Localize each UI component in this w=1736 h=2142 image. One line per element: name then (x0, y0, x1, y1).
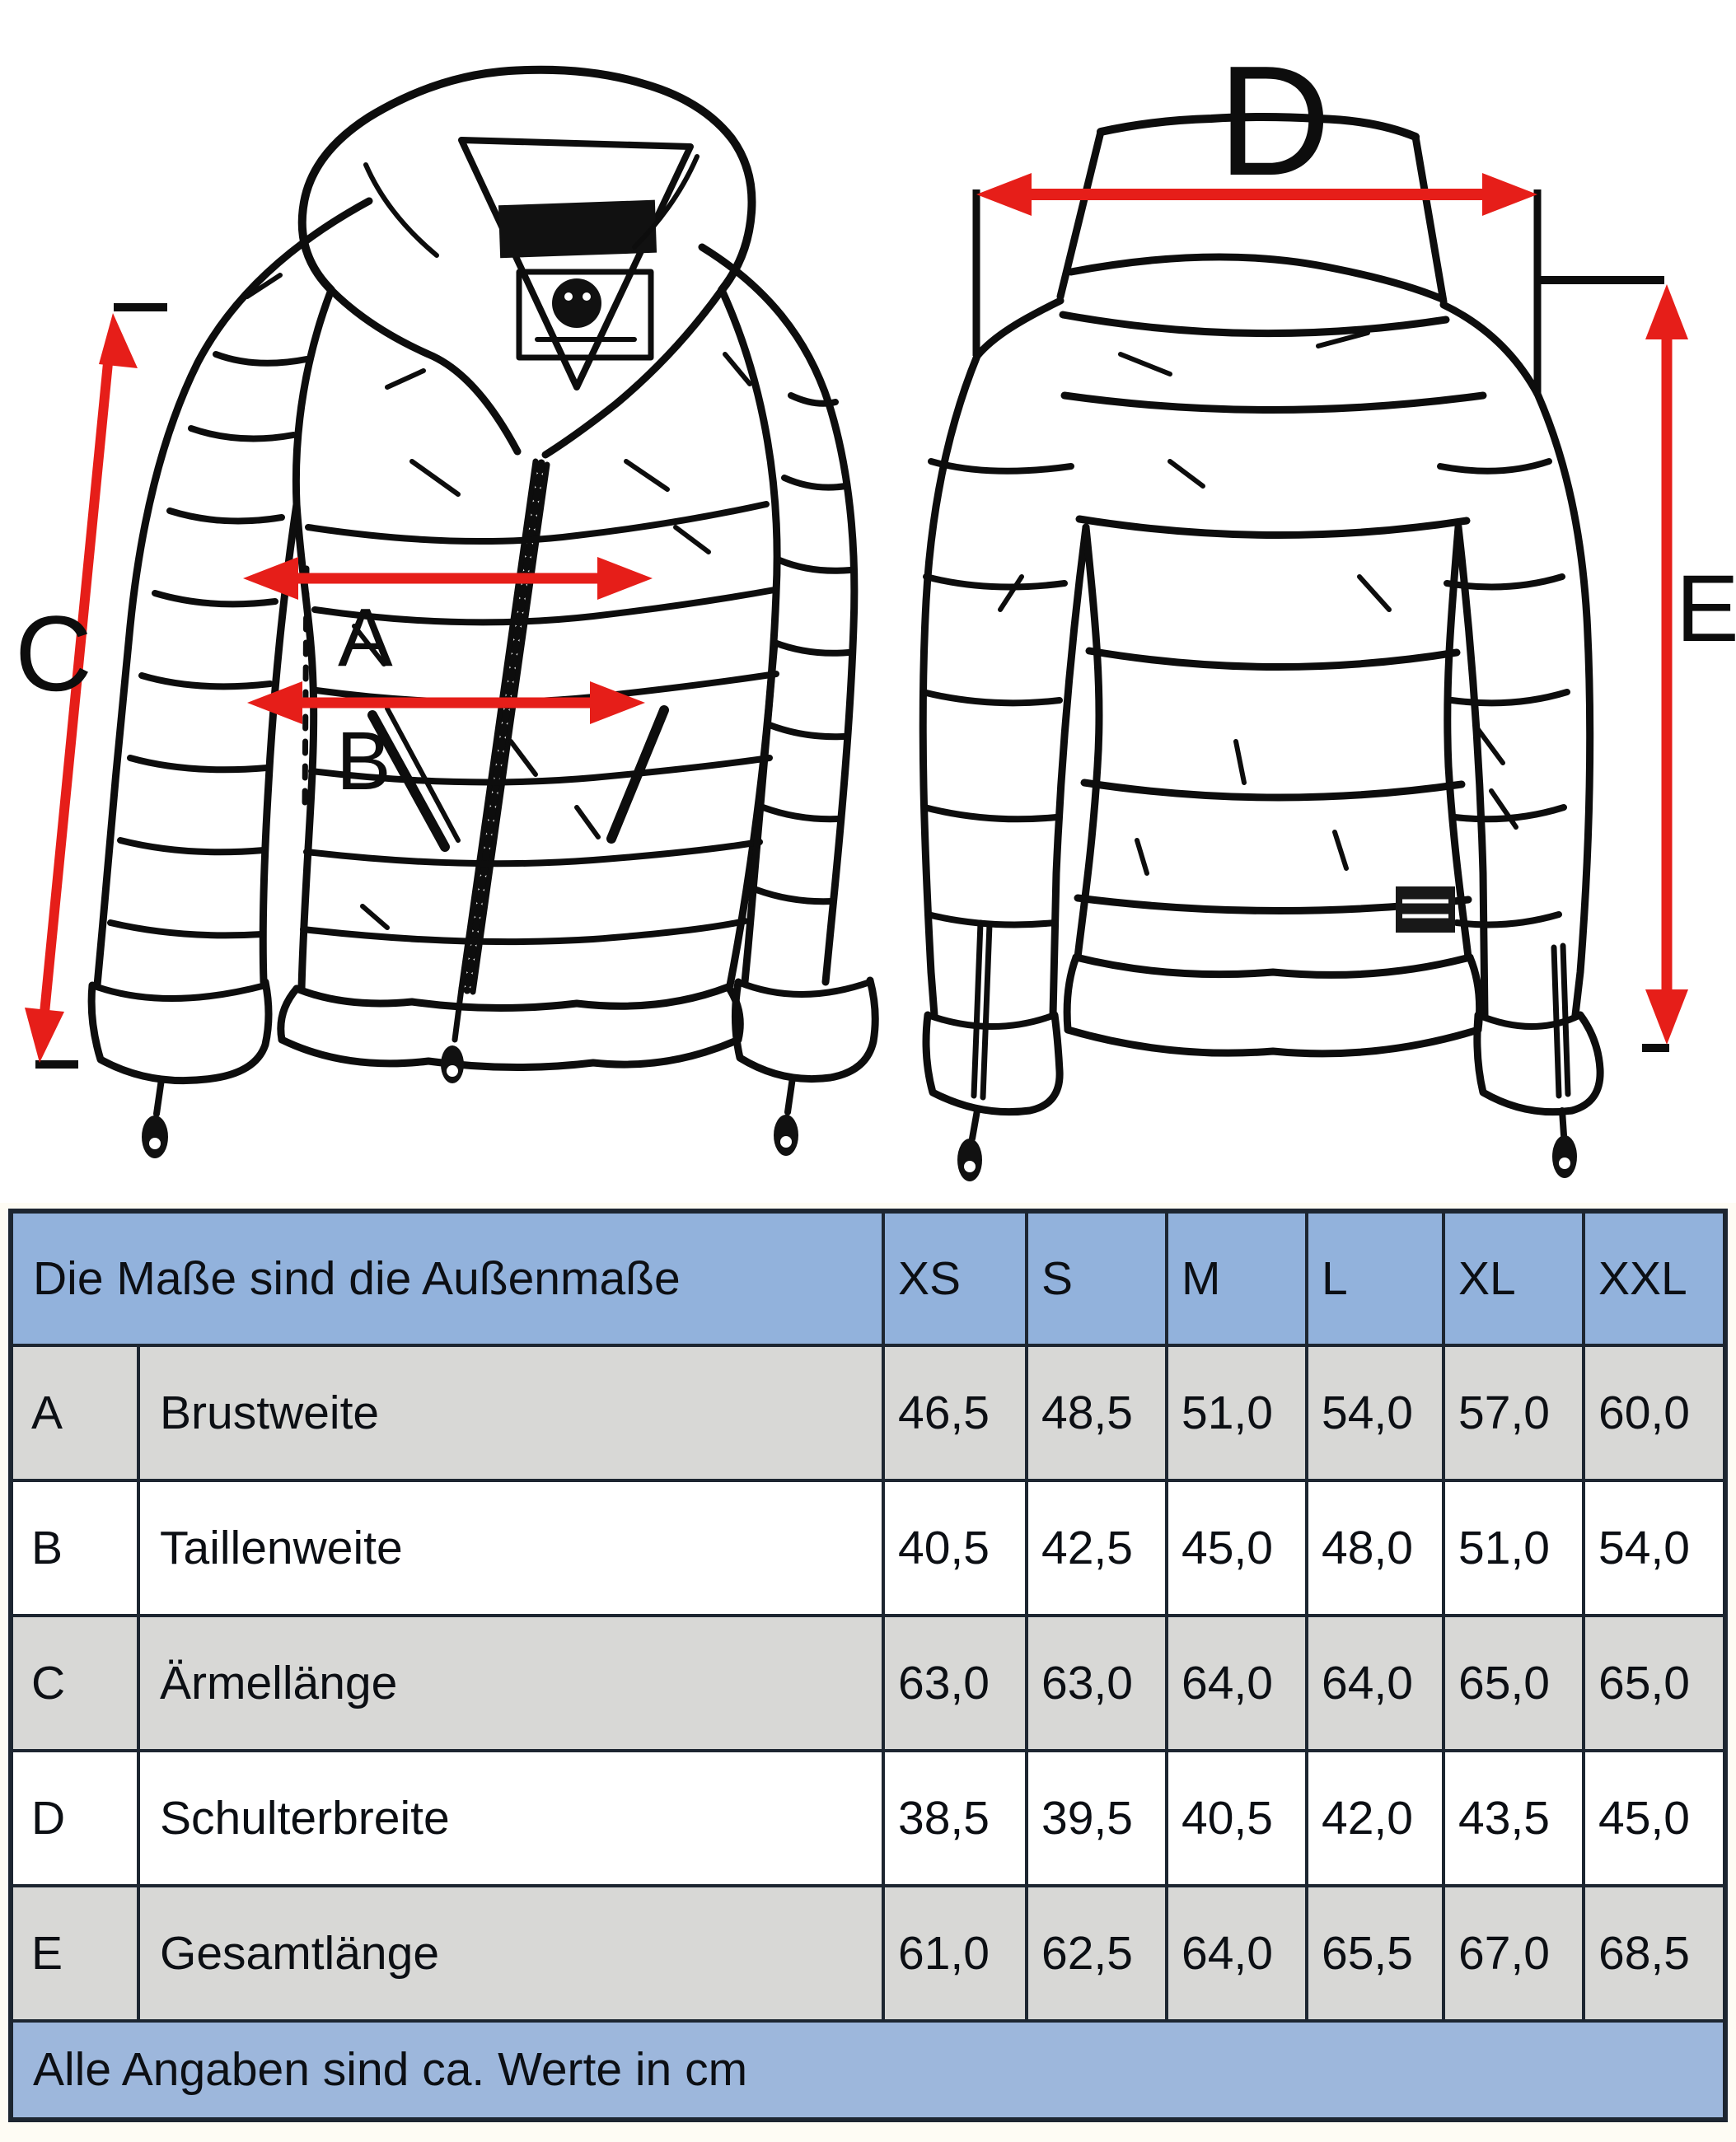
row-value: 43,5 (1445, 1752, 1582, 1884)
row-name: Gesamtlänge (140, 1887, 882, 2019)
measure-label-d: D (1218, 34, 1331, 208)
row-value: 39,5 (1028, 1752, 1165, 1884)
measure-label-b: B (336, 715, 391, 807)
col-header-l: L (1308, 1214, 1442, 1344)
measure-arrow-b (247, 681, 645, 724)
row-value: 40,5 (1168, 1752, 1305, 1884)
col-header-xs: XS (885, 1214, 1025, 1344)
row-value: 48,0 (1308, 1482, 1442, 1614)
measurement-diagram: A B C D (0, 0, 1736, 1203)
table-header-title: Die Maße sind die Außenmaße (13, 1214, 882, 1344)
measure-label-c: C (15, 593, 92, 713)
row-value: 54,0 (1308, 1347, 1442, 1479)
row-value: 51,0 (1445, 1482, 1582, 1614)
measure-arrow-a (243, 557, 653, 600)
measure-arrow-d (972, 173, 1542, 395)
brand-bar (498, 199, 657, 259)
row-value: 63,0 (1028, 1617, 1165, 1749)
row-value: 63,0 (885, 1617, 1025, 1749)
measure-label-a: A (338, 592, 393, 684)
row-name: Ärmellänge (140, 1617, 882, 1749)
row-value: 51,0 (1168, 1347, 1305, 1479)
measure-arrow-c (25, 303, 167, 1069)
back-tag (1396, 886, 1455, 933)
back-jacket-illustration (919, 113, 1604, 1181)
row-value: 65,0 (1445, 1617, 1582, 1749)
row-value: 60,0 (1585, 1347, 1723, 1479)
col-header-s: S (1028, 1214, 1165, 1344)
row-value: 64,0 (1308, 1617, 1442, 1749)
row-key: C (13, 1617, 137, 1749)
row-name: Schulterbreite (140, 1752, 882, 1884)
row-value: 57,0 (1445, 1347, 1582, 1479)
row-value: 67,0 (1445, 1887, 1582, 2019)
row-name: Brustweite (140, 1347, 882, 1479)
row-value: 46,5 (885, 1347, 1025, 1479)
brand-label (516, 269, 654, 361)
row-key: D (13, 1752, 137, 1884)
row-value: 45,0 (1168, 1482, 1305, 1614)
measurement-annotations: A B C D (15, 34, 1736, 1069)
col-header-m: M (1168, 1214, 1305, 1344)
row-value: 42,5 (1028, 1482, 1165, 1614)
row-value: 65,0 (1585, 1617, 1723, 1749)
zipper-pull (441, 1045, 464, 1083)
row-value: 64,0 (1168, 1887, 1305, 2019)
row-value: 62,5 (1028, 1887, 1165, 2019)
row-value: 42,0 (1308, 1752, 1442, 1884)
row-name: Taillenweite (140, 1482, 882, 1614)
front-jacket-illustration (87, 65, 879, 1158)
row-key: B (13, 1482, 137, 1614)
row-value: 45,0 (1585, 1752, 1723, 1884)
col-header-xl: XL (1445, 1214, 1582, 1344)
row-value: 65,5 (1308, 1887, 1442, 2019)
row-value: 38,5 (885, 1752, 1025, 1884)
row-key: E (13, 1887, 137, 2019)
measure-label-e: E (1676, 556, 1736, 662)
row-value: 68,5 (1585, 1887, 1723, 2019)
row-value: 54,0 (1585, 1482, 1723, 1614)
measure-arrow-e (1539, 276, 1688, 1052)
row-key: A (13, 1347, 137, 1479)
col-header-xxl: XXL (1585, 1214, 1723, 1344)
row-value: 64,0 (1168, 1617, 1305, 1749)
row-value: 48,5 (1028, 1347, 1165, 1479)
size-table: Die Maße sind die Außenmaße XS S M L XL … (8, 1209, 1728, 2122)
row-value: 61,0 (885, 1887, 1025, 2019)
row-value: 40,5 (885, 1482, 1025, 1614)
table-footer-note: Alle Angaben sind ca. Werte in cm (13, 2023, 1723, 2117)
